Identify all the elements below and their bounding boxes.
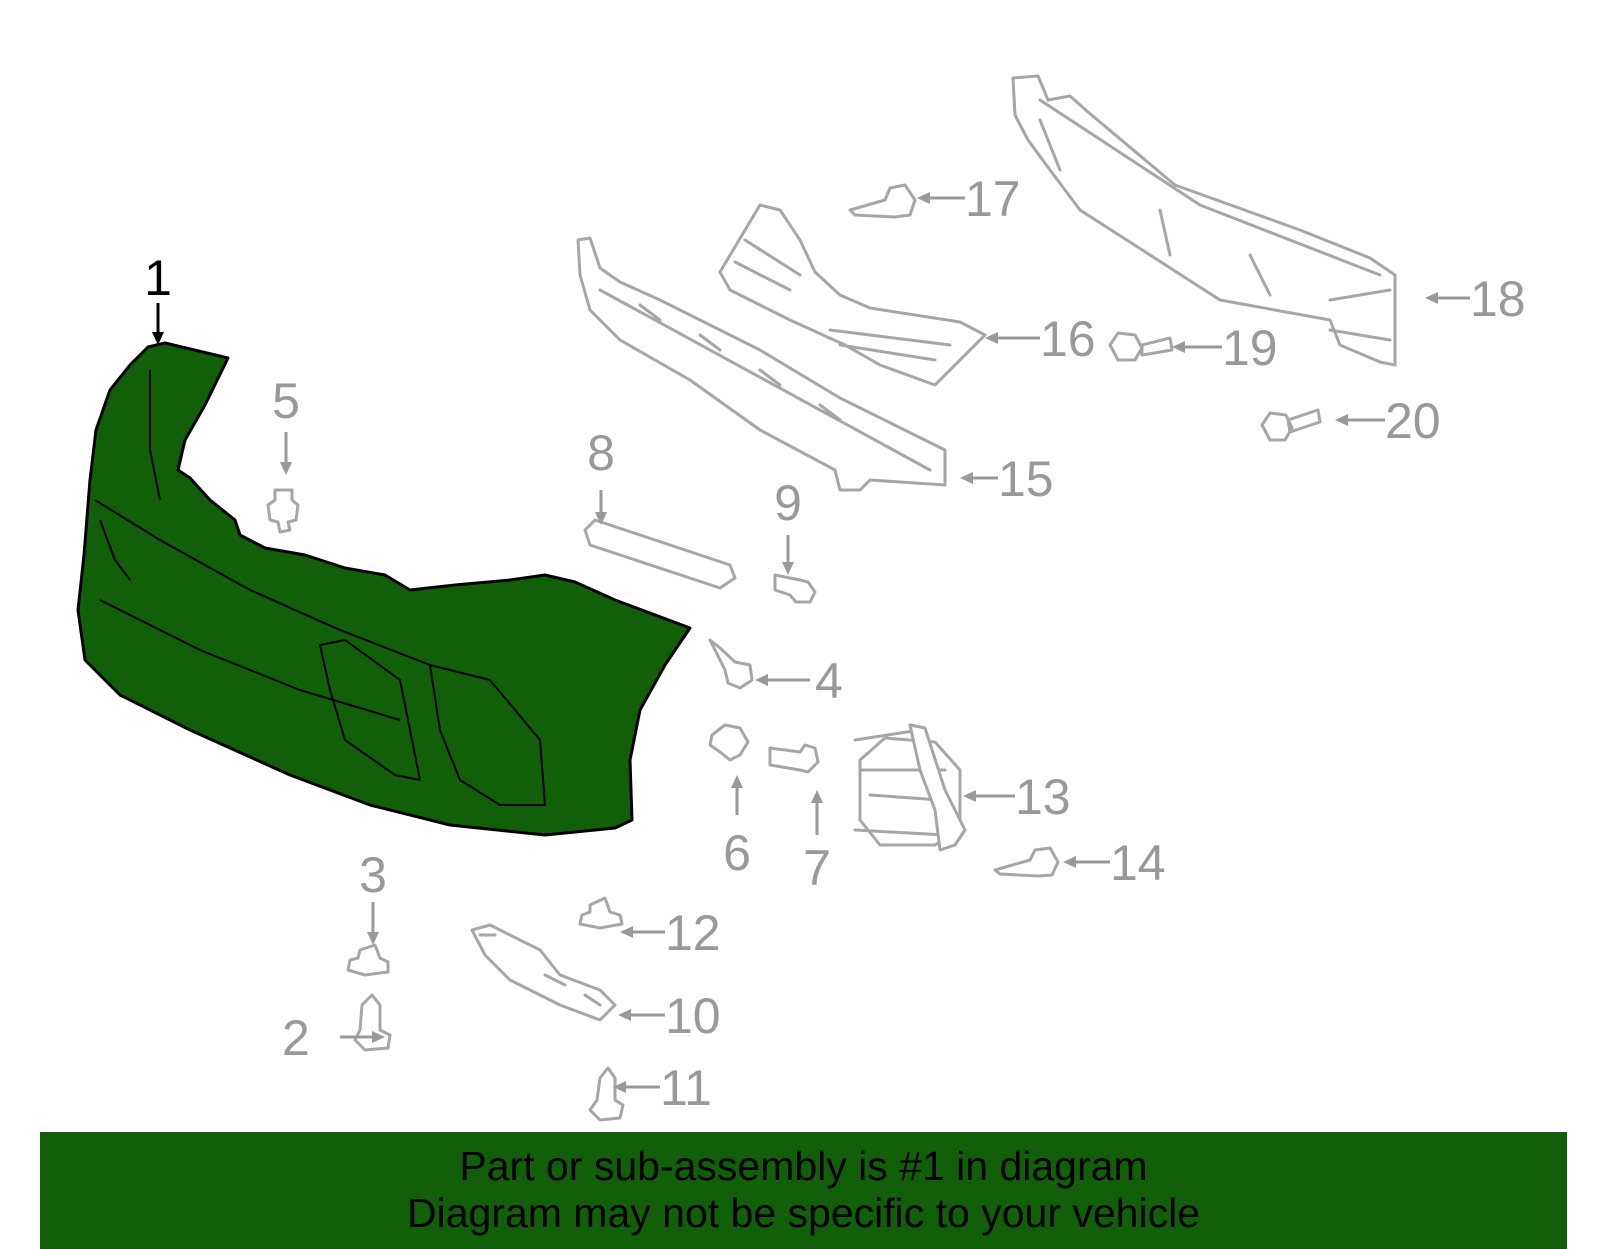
callout-14: 14 xyxy=(1110,835,1166,891)
part-13-fog-lamp[interactable] xyxy=(853,723,967,852)
callout-6: 6 xyxy=(723,825,751,881)
callout-18: 18 xyxy=(1470,271,1526,327)
callout-8: 8 xyxy=(587,425,615,481)
info-banner: Part or sub-assembly is #1 in diagram Di… xyxy=(40,1132,1567,1249)
leader-arrows xyxy=(152,192,1470,1093)
callout-3: 3 xyxy=(359,847,387,903)
part-10-lower-bracket[interactable] xyxy=(470,923,617,1022)
callout-12: 12 xyxy=(665,905,721,961)
callout-10: 10 xyxy=(665,988,721,1044)
callout-4: 4 xyxy=(815,653,843,709)
fastener-parts xyxy=(266,183,1322,1122)
part-18-reinforcement[interactable] xyxy=(1011,74,1397,367)
banner-line-2: Diagram may not be specific to your vehi… xyxy=(406,1190,1200,1236)
callout-19: 19 xyxy=(1222,320,1278,376)
callout-15: 15 xyxy=(998,451,1054,507)
part-15-bar[interactable] xyxy=(576,236,947,492)
callout-7: 7 xyxy=(803,840,831,896)
callout-17: 17 xyxy=(965,171,1021,227)
callout-11: 11 xyxy=(660,1060,712,1116)
callout-20: 20 xyxy=(1385,393,1441,449)
callout-5: 5 xyxy=(272,373,300,429)
part-8-bracket[interactable] xyxy=(583,518,737,590)
banner-line-1: Part or sub-assembly is #1 in diagram xyxy=(459,1143,1148,1189)
callout-13: 13 xyxy=(1015,769,1071,825)
callout-labels: 1 5 8 9 4 6 7 13 15 16 17 18 19 20 14 12… xyxy=(144,171,1526,1116)
callout-2: 2 xyxy=(282,1010,310,1066)
part-1-bumper-cover[interactable] xyxy=(76,341,692,837)
callout-9: 9 xyxy=(774,475,802,531)
part-16-absorber[interactable] xyxy=(718,203,987,387)
callout-16: 16 xyxy=(1040,311,1096,367)
callout-1: 1 xyxy=(144,250,172,306)
